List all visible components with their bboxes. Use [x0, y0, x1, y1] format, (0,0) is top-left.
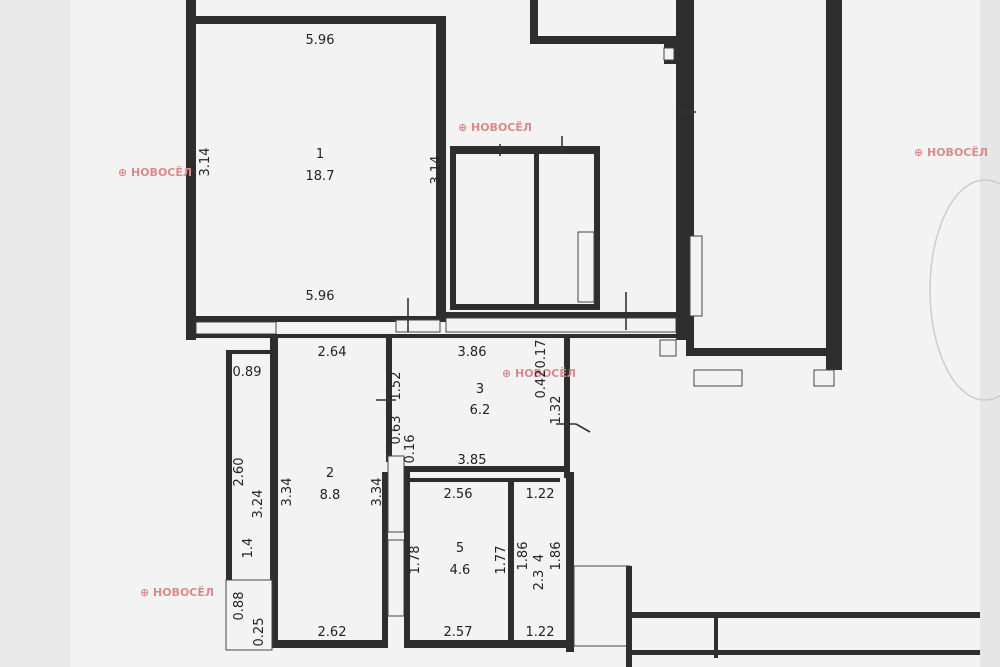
- room-1-number: 1: [316, 147, 324, 162]
- room-3-area: 6.2: [470, 403, 491, 418]
- dim-r5-right: 1.77: [494, 546, 509, 575]
- watermark-3: ⊕ НОВОСЁЛ: [914, 145, 988, 159]
- dim-r2-top: 2.64: [318, 345, 347, 360]
- svg-text:НОВОСЁЛ: НОВОСЁЛ: [153, 585, 214, 599]
- dim-r3-bottom: 3.85: [458, 453, 487, 468]
- svg-text:НОВОСЁЛ: НОВОСЁЛ: [131, 165, 192, 179]
- dim-r3-d: 0.16: [403, 435, 418, 464]
- bath-walls: [404, 472, 574, 652]
- dim-r5-top: 2.56: [444, 487, 473, 502]
- dim-r4-bottom: 1.22: [526, 625, 555, 640]
- watermark-2: ⊕ НОВОСЁЛ: [458, 120, 532, 134]
- svg-text:НОВОСЁЛ: НОВОСЁЛ: [471, 120, 532, 134]
- watermark-4: ⊕ НОВОСЁЛ: [502, 366, 576, 380]
- room-4-number: 4: [532, 554, 547, 562]
- dim-r1-right: 3.14: [429, 156, 444, 185]
- watermark-logo-icon: ⊕: [458, 121, 467, 134]
- dim-r6-c: 0.88: [232, 592, 247, 621]
- dim-r3-a: 0.17: [534, 340, 549, 369]
- dim-r3-right: 1.32: [549, 396, 564, 425]
- room-5-area: 4.6: [450, 563, 471, 578]
- dim-r2-right: 3.34: [370, 478, 385, 507]
- watermark-5: ⊕ НОВОСЁЛ: [140, 585, 214, 599]
- room-3-number: 3: [476, 382, 484, 397]
- paper-margin-right: [980, 0, 1000, 667]
- elevator-shaft: [450, 146, 600, 310]
- dim-r6-a: 2.60: [232, 458, 247, 487]
- dim-r6-b: 3.24: [251, 490, 266, 519]
- svg-text:НОВОСЁЛ: НОВОСЁЛ: [927, 145, 988, 159]
- dim-r1-top: 5.96: [306, 33, 335, 48]
- dimension-ticks: [376, 111, 696, 433]
- dim-r3-top: 3.86: [458, 345, 487, 360]
- dim-r5-bottom: 2.57: [444, 625, 473, 640]
- dim-r4-left: 1.86: [516, 542, 531, 571]
- room-4-area: 2.3: [532, 570, 547, 591]
- dim-r2-left: 3.34: [280, 478, 295, 507]
- room-2-number: 2: [326, 466, 334, 481]
- room-1-area: 18.7: [306, 169, 335, 184]
- watermark-1: ⊕ НОВОСЁЛ: [118, 165, 192, 179]
- dim-r5-left: 1.78: [408, 546, 423, 575]
- dim-r6-top: 0.89: [233, 365, 262, 380]
- lower-right-walls: [573, 565, 980, 667]
- dim-r2-bottom: 2.62: [318, 625, 347, 640]
- paper-margin-left: [0, 0, 70, 667]
- room-5-number: 5: [456, 541, 464, 556]
- dim-r4-top: 1.22: [526, 487, 555, 502]
- room-2-area: 8.8: [320, 488, 341, 503]
- watermark-logo-icon: ⊕: [118, 166, 127, 179]
- dim-r3-c: 0.63: [389, 416, 404, 445]
- svg-text:НОВОСЁЛ: НОВОСЁЛ: [515, 366, 576, 380]
- upper-right-walls: [530, 0, 842, 387]
- room-6-area: 1.4: [241, 538, 256, 559]
- dim-r3-left: 1.52: [389, 372, 404, 401]
- watermark-logo-icon: ⊕: [502, 367, 511, 380]
- dim-r4-right: 1.86: [549, 542, 564, 571]
- watermark-logo-icon: ⊕: [914, 146, 923, 159]
- stamp-circle: [929, 179, 1000, 401]
- dim-r6-d: 0.25: [252, 618, 267, 647]
- dim-r1-bottom: 5.96: [306, 289, 335, 304]
- dim-r1-left: 3.14: [198, 148, 213, 177]
- watermark-logo-icon: ⊕: [140, 586, 149, 599]
- dim-r3-b: 0.42: [534, 370, 549, 399]
